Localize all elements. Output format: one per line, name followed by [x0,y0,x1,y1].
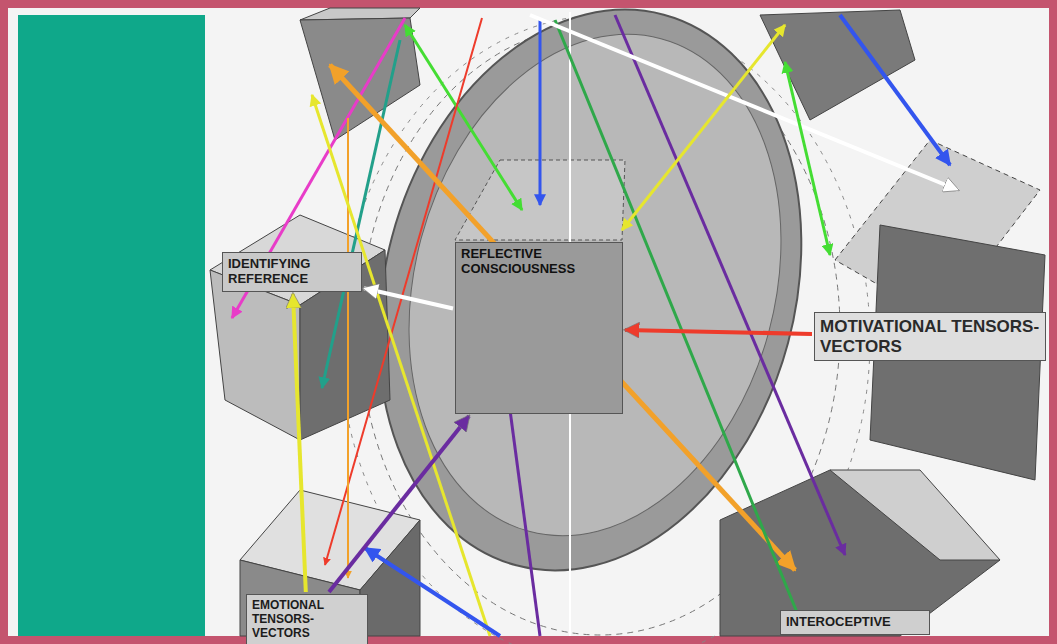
arrow [615,15,845,555]
arrow [365,548,500,636]
node-label: INTEROCEPTIVE [786,615,924,630]
cube-label-face: IDENTIFYING REFERENCE [222,252,362,292]
cube-label-face: MOTIVATIONAL TENSORS-VECTORS [814,312,1046,361]
arrow [510,410,540,636]
central-disc-inner [355,0,835,578]
connector-arrow [293,294,306,592]
side-bar [18,15,205,636]
cube-face [300,18,420,140]
arrow [530,15,958,190]
cube-label-face: REFLECTIVE CONSCIOUSNESS [455,242,623,414]
arrow [347,118,349,578]
connector-arrow [625,330,812,334]
node-label: REFLECTIVE CONSCIOUSNESS [461,247,617,277]
arrow [622,25,785,230]
cube-face [830,470,1000,560]
arrow [405,25,522,210]
cube-face [720,470,1000,636]
connector-arrow [329,416,469,592]
arrow [785,62,830,255]
arrow [322,40,400,388]
arrow [840,15,950,165]
cube-face [210,270,300,440]
node-label: MOTIVATIONAL TENSORS-VECTORS [820,317,1040,356]
cube-label-face: INTEROCEPTIVE [780,610,930,635]
node-label: EMOTIONAL TENSORS-VECTORS [252,599,362,640]
node-label: IDENTIFYING REFERENCE [228,257,356,287]
arrow [539,20,542,205]
cube-label-face: EMOTIONAL TENSORS-VECTORS [246,594,368,644]
connector-arrow [364,288,453,308]
arrow [330,65,795,570]
